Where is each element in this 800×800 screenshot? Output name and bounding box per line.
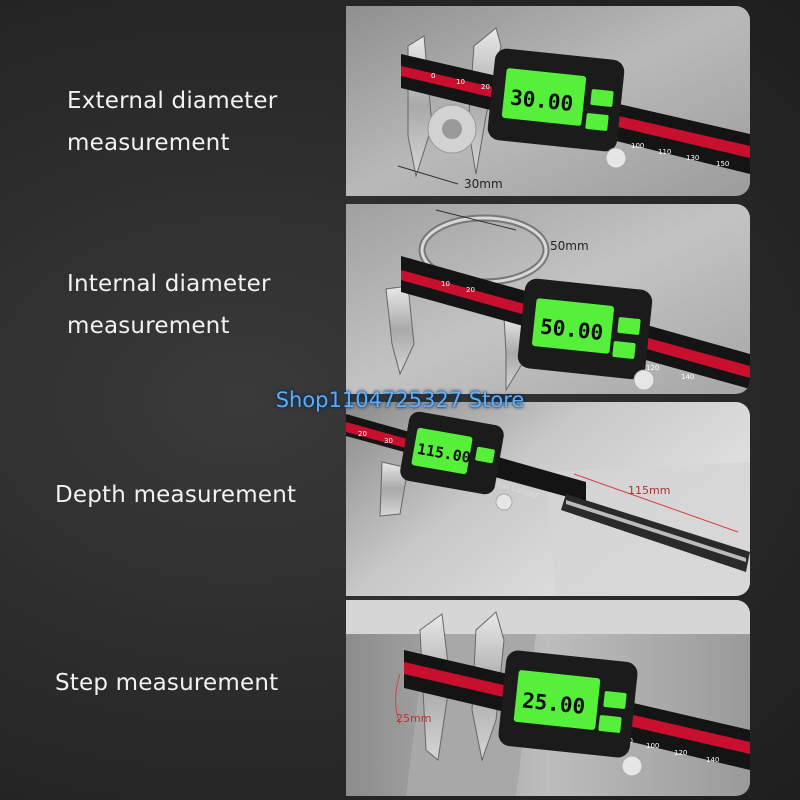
- label-depth-line1: Depth measurement: [55, 482, 297, 508]
- label-external: External diameter measurement: [67, 80, 277, 164]
- svg-text:140: 140: [706, 756, 719, 764]
- label-internal-line1: Internal diameter: [67, 271, 271, 297]
- svg-text:20: 20: [466, 286, 475, 294]
- svg-text:20: 20: [358, 430, 367, 438]
- dimension-depth: 115mm: [628, 484, 670, 497]
- label-step: Step measurement: [55, 662, 278, 704]
- lcd-screen-step: [513, 670, 601, 730]
- svg-text:100: 100: [646, 742, 659, 750]
- step-photo: 90100120140 25.00 25mm: [346, 600, 750, 796]
- label-internal: Internal diameter measurement: [67, 263, 271, 347]
- svg-text:20: 20: [481, 83, 490, 91]
- svg-text:10: 10: [441, 280, 450, 288]
- lcd-screen-depth: [411, 427, 473, 475]
- svg-text:110: 110: [658, 148, 671, 156]
- label-external-line1: External diameter: [67, 88, 278, 114]
- lcd-screen-external: [501, 68, 587, 126]
- svg-text:10: 10: [456, 78, 465, 86]
- lcd-screen-internal: [532, 298, 614, 354]
- dimension-external: 30mm: [464, 177, 503, 191]
- panel-depth: 203040 ital Caliper 115.00 115mm: [346, 402, 750, 596]
- store-watermark: Shop1104725327 Store: [275, 388, 525, 412]
- dimension-step: 25mm: [396, 712, 431, 725]
- dimension-internal: 50mm: [550, 239, 589, 253]
- label-step-line1: Step measurement: [55, 670, 279, 696]
- label-internal-line2: measurement: [67, 313, 230, 339]
- svg-text:100: 100: [631, 142, 644, 150]
- svg-text:140: 140: [681, 373, 694, 381]
- svg-text:120: 120: [646, 364, 659, 372]
- depth-photo: 203040 ital Caliper 115.00 115mm: [346, 402, 750, 596]
- svg-text:150: 150: [716, 160, 729, 168]
- svg-text:130: 130: [686, 154, 699, 162]
- panel-step: 90100120140 25.00 25mm: [346, 600, 750, 796]
- svg-text:30: 30: [384, 437, 393, 445]
- svg-text:0: 0: [431, 72, 435, 80]
- label-depth: Depth measurement: [55, 474, 296, 516]
- svg-text:120: 120: [674, 749, 687, 757]
- label-external-line2: measurement: [67, 130, 230, 156]
